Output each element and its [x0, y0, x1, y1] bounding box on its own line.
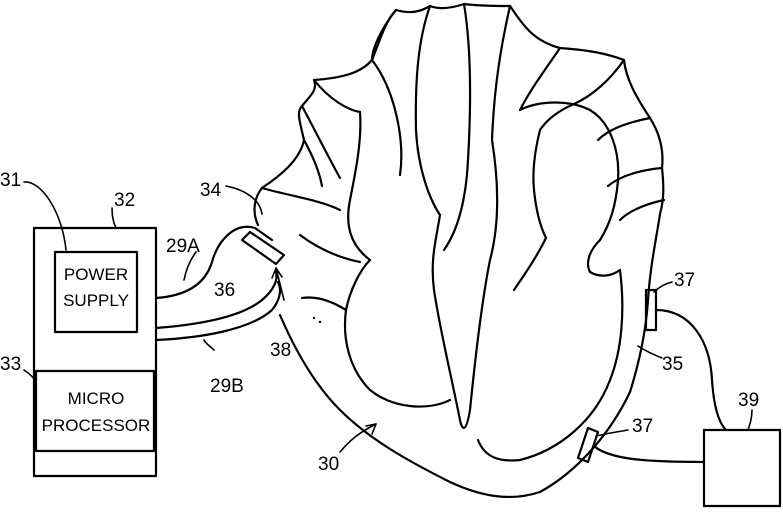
power-supply-line2: SUPPLY — [63, 291, 129, 310]
heart-outline — [255, 4, 664, 497]
ref-29b: 29B — [210, 376, 244, 397]
ref-32: 32 — [114, 190, 135, 211]
ref-29a: 29A — [166, 236, 200, 257]
control-unit-housing: POWER SUPPLY MICRO PROCESSOR — [34, 228, 156, 476]
ref-33: 33 — [0, 354, 21, 375]
ref-35: 35 — [662, 354, 683, 375]
leader-lines — [24, 182, 752, 452]
ref-37-upper: 37 — [674, 270, 695, 291]
power-supply-line1: POWER — [64, 265, 128, 284]
ref-34: 34 — [200, 180, 222, 201]
electrode-36 — [242, 232, 284, 300]
ref-37-lower: 37 — [632, 416, 653, 437]
ref-30: 30 — [318, 454, 339, 475]
ref-38: 38 — [270, 340, 291, 361]
ref-39: 39 — [738, 390, 759, 411]
ref-31: 31 — [0, 170, 21, 191]
microprocessor-line2: PROCESSOR — [42, 416, 151, 435]
microprocessor-box — [36, 371, 154, 451]
ref-36: 36 — [214, 280, 235, 301]
microprocessor-line1: MICRO — [68, 389, 125, 408]
